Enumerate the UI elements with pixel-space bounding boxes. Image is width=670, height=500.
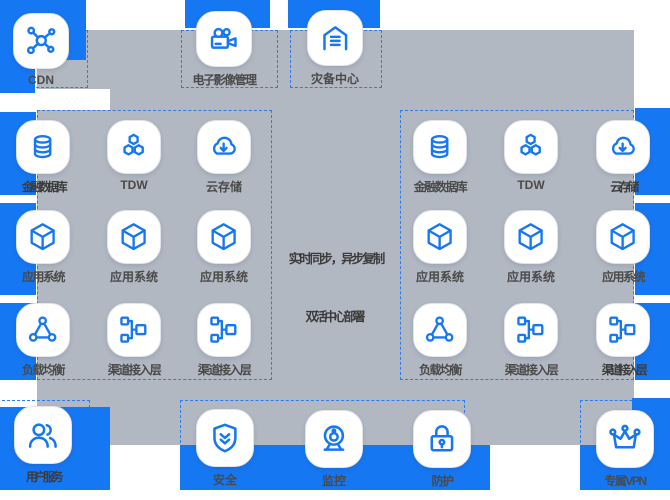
node-user-services: 用户服务 bbox=[14, 406, 72, 484]
cloud-download-icon bbox=[197, 120, 251, 174]
cdn-network-icon bbox=[13, 13, 69, 69]
node-label: 应用系统 bbox=[415, 270, 465, 284]
database-icon bbox=[16, 120, 70, 174]
node-financial-database: 金融数据库 bbox=[16, 120, 70, 194]
node-app-system: 应用系统 bbox=[413, 210, 467, 284]
node-label: 金融数据库 bbox=[21, 180, 68, 194]
node-label: 应用系统 bbox=[21, 270, 66, 284]
cube-icon bbox=[16, 210, 70, 264]
node-channel-access: 渠道接入层 bbox=[107, 303, 162, 377]
hexagon-cluster-icon bbox=[504, 120, 558, 174]
node-label: 防护 bbox=[431, 474, 454, 488]
users-icon bbox=[14, 406, 72, 464]
node-imaging: 电子影像管理 bbox=[192, 11, 257, 87]
topology-icon bbox=[504, 303, 558, 357]
node-label: 安全 bbox=[212, 473, 238, 487]
node-label: 应用系统 bbox=[199, 270, 249, 284]
node-channel-access: 渠道接入层 bbox=[596, 303, 650, 377]
node-label: 渠道接入层 bbox=[504, 363, 559, 377]
cube-icon bbox=[596, 210, 650, 264]
node-cloud-storage: 云存储 bbox=[197, 120, 251, 194]
database-icon bbox=[413, 120, 467, 174]
video-camera-icon bbox=[196, 11, 252, 67]
node-cdn: CDN bbox=[13, 13, 69, 87]
node-load-balancer: 负载均衡 bbox=[16, 303, 70, 377]
crown-icon bbox=[596, 410, 654, 468]
node-app-system: 应用系统 bbox=[107, 210, 161, 284]
node-app-system: 应用系统 bbox=[504, 210, 558, 284]
topology-icon bbox=[197, 303, 251, 357]
shield-check-icon bbox=[196, 409, 254, 467]
node-app-system: 应用系统 bbox=[197, 210, 251, 284]
node-label: TDW bbox=[517, 178, 545, 192]
node-channel-access: 渠道接入层 bbox=[504, 303, 559, 377]
node-label: 渠道接入层 bbox=[601, 363, 648, 377]
node-cloud-storage: 云存储 bbox=[596, 120, 650, 194]
node-label: 金融数据库 bbox=[413, 180, 468, 194]
panel-gap bbox=[35, 89, 110, 110]
node-label: 灾备中心 bbox=[310, 72, 360, 86]
node-label: 专属VPN bbox=[604, 474, 647, 488]
node-security: 安全 bbox=[196, 409, 254, 487]
node-tdw: TDW bbox=[107, 120, 161, 192]
node-app-system: 应用系统 bbox=[16, 210, 70, 284]
cube-icon bbox=[107, 210, 161, 264]
node-label: 渠道接入层 bbox=[107, 363, 162, 377]
cloud-download-icon bbox=[596, 120, 650, 174]
hexagon-cluster-icon bbox=[107, 120, 161, 174]
node-financial-database: 金融数据库 bbox=[413, 120, 468, 194]
node-label: TDW bbox=[120, 178, 148, 192]
cube-icon bbox=[413, 210, 467, 264]
load-balancer-icon bbox=[413, 303, 467, 357]
node-label: 应用系统 bbox=[601, 270, 646, 284]
node-label: 应用系统 bbox=[109, 270, 159, 284]
topology-icon bbox=[107, 303, 161, 357]
node-protection: 防护 bbox=[413, 410, 471, 488]
topology-icon bbox=[596, 303, 650, 357]
node-label: 应用系统 bbox=[506, 270, 556, 284]
node-label: 电子影像管理 bbox=[192, 73, 257, 87]
deploy-annotation: 双活中心部署 bbox=[305, 310, 365, 324]
webcam-icon bbox=[305, 410, 363, 468]
node-label: 云存储 bbox=[610, 180, 639, 194]
node-label: 渠道接入层 bbox=[197, 363, 252, 377]
sync-annotation: 实时同步，异步复制 bbox=[288, 252, 386, 266]
node-label: 云存储 bbox=[205, 180, 243, 194]
node-channel-access: 渠道接入层 bbox=[197, 303, 252, 377]
node-label: 负载均衡 bbox=[21, 363, 66, 377]
node-disaster-recovery: 灾备中心 bbox=[307, 10, 363, 86]
cube-icon bbox=[197, 210, 251, 264]
node-app-system: 应用系统 bbox=[596, 210, 650, 284]
node-monitoring: 监控 bbox=[305, 410, 363, 488]
node-label: 监控 bbox=[321, 474, 347, 488]
node-dedicated-vpn: 专属VPN bbox=[596, 410, 654, 488]
lock-icon bbox=[413, 410, 471, 468]
node-label: CDN bbox=[28, 73, 54, 87]
warehouse-icon bbox=[307, 10, 363, 66]
cube-icon bbox=[504, 210, 558, 264]
node-tdw: TDW bbox=[504, 120, 558, 192]
node-label: 用户服务 bbox=[25, 470, 64, 484]
node-label: 负载均衡 bbox=[418, 363, 463, 377]
node-load-balancer: 负载均衡 bbox=[413, 303, 467, 377]
load-balancer-icon bbox=[16, 303, 70, 357]
